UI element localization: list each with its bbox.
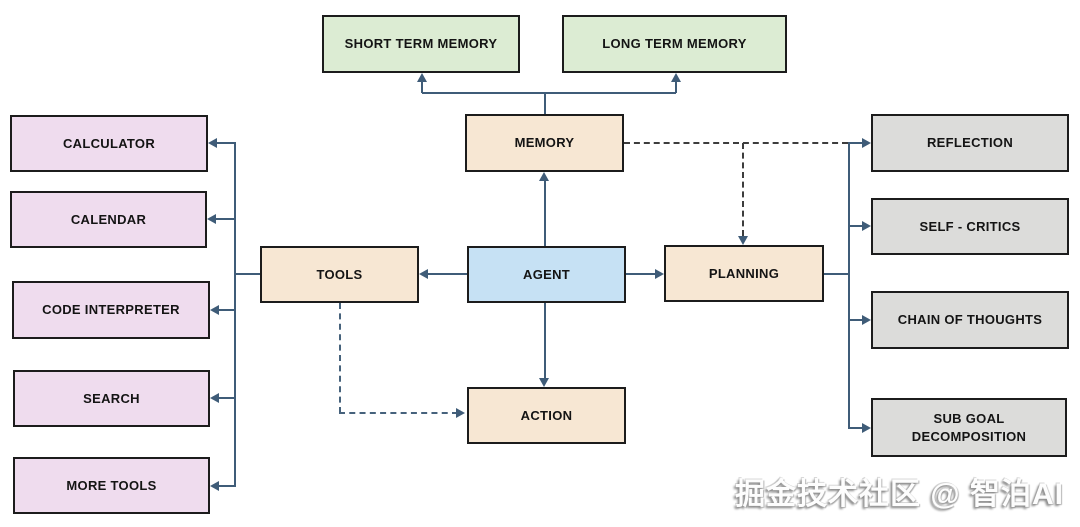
node-sub-goal-decomposition: SUB GOAL DECOMPOSITION <box>871 398 1067 457</box>
node-chain-of-thoughts: CHAIN OF THOUGHTS <box>871 291 1069 349</box>
node-calendar: CALENDAR <box>10 191 207 248</box>
arrowhead-planning-top <box>738 236 748 245</box>
connector-tools-bus <box>236 273 260 275</box>
arrowhead-calendar <box>207 214 216 224</box>
node-label: CALENDAR <box>70 211 147 227</box>
arrowhead-search <box>210 393 219 403</box>
connector-agent-action <box>544 303 546 380</box>
dashed-memory-planning <box>742 143 744 236</box>
arrowhead-tools <box>419 269 428 279</box>
connector-to-sub-goal <box>848 427 864 429</box>
node-memory: MEMORY <box>465 114 624 172</box>
node-label: AGENT <box>523 266 570 282</box>
connector-memory-top-stem <box>544 93 546 114</box>
connector-to-chain-of-thoughts <box>848 319 864 321</box>
connector-to-more-tools <box>218 485 236 487</box>
arrowhead-chain-of-thoughts <box>862 315 871 325</box>
arrowhead-self-critics <box>862 221 871 231</box>
node-label: CHAIN OF THOUGHTS <box>897 312 1043 328</box>
arrowhead-planning <box>655 269 664 279</box>
watermark-text: 掘金技术社区 @ 智泊AI <box>735 478 1064 511</box>
connector-agent-memory <box>544 179 546 246</box>
dashed-tools-down <box>339 303 341 413</box>
node-tools: TOOLS <box>260 246 419 303</box>
arrowhead-code-interpreter <box>210 305 219 315</box>
arrowhead-action-left <box>456 408 465 418</box>
connector-to-reflection <box>848 142 864 144</box>
connector-to-long-term-memory <box>675 80 677 93</box>
node-action: ACTION <box>467 387 626 444</box>
connector-memory-top-split <box>422 92 676 94</box>
node-label: CALCULATOR <box>62 135 156 151</box>
connector-to-code-interpreter <box>218 309 236 311</box>
node-label: LONG TERM MEMORY <box>602 36 747 52</box>
node-long-term-memory: LONG TERM MEMORY <box>562 15 787 73</box>
node-label: REFLECTION <box>926 135 1014 151</box>
connector-to-search <box>218 397 236 399</box>
node-code-interpreter: CODE INTERPRETER <box>12 281 210 339</box>
node-label: SUB GOAL DECOMPOSITION <box>911 410 1027 444</box>
connector-to-short-term-memory <box>421 80 423 93</box>
node-reflection: REFLECTION <box>871 114 1069 172</box>
arrowhead-memory <box>539 172 549 181</box>
connector-planning-bus <box>824 273 850 275</box>
node-more-tools: MORE TOOLS <box>13 457 210 514</box>
connector-to-calculator <box>216 142 236 144</box>
connector-agent-tools <box>427 273 467 275</box>
arrowhead-long-term-memory <box>671 73 681 82</box>
connector-to-calendar <box>215 218 235 220</box>
connector-right-bus <box>848 142 850 429</box>
connector-agent-planning <box>626 273 657 275</box>
dashed-memory-right <box>624 142 848 144</box>
connector-to-self-critics <box>848 225 864 227</box>
node-label: CODE INTERPRETER <box>42 302 180 318</box>
node-label: PLANNING <box>708 265 780 281</box>
arrowhead-sub-goal <box>862 423 871 433</box>
node-label: SEARCH <box>83 390 140 406</box>
node-planning: PLANNING <box>664 245 824 302</box>
node-label: TOOLS <box>316 266 363 282</box>
node-calculator: CALCULATOR <box>10 115 208 172</box>
arrowhead-short-term-memory <box>417 73 427 82</box>
node-label: SELF - CRITICS <box>919 218 1021 234</box>
arrowhead-calculator <box>208 138 217 148</box>
node-agent: AGENT <box>467 246 626 303</box>
dashed-tools-action <box>339 412 458 414</box>
node-label: MEMORY <box>514 135 575 151</box>
node-self-critics: SELF - CRITICS <box>871 198 1069 255</box>
arrowhead-action <box>539 378 549 387</box>
arrowhead-more-tools <box>210 481 219 491</box>
connector-left-bus <box>234 142 236 487</box>
arrowhead-reflection <box>862 138 871 148</box>
node-short-term-memory: SHORT TERM MEMORY <box>322 15 520 73</box>
node-label: SHORT TERM MEMORY <box>344 36 498 52</box>
node-label: MORE TOOLS <box>66 477 157 493</box>
node-search: SEARCH <box>13 370 210 427</box>
node-label: ACTION <box>520 407 573 423</box>
